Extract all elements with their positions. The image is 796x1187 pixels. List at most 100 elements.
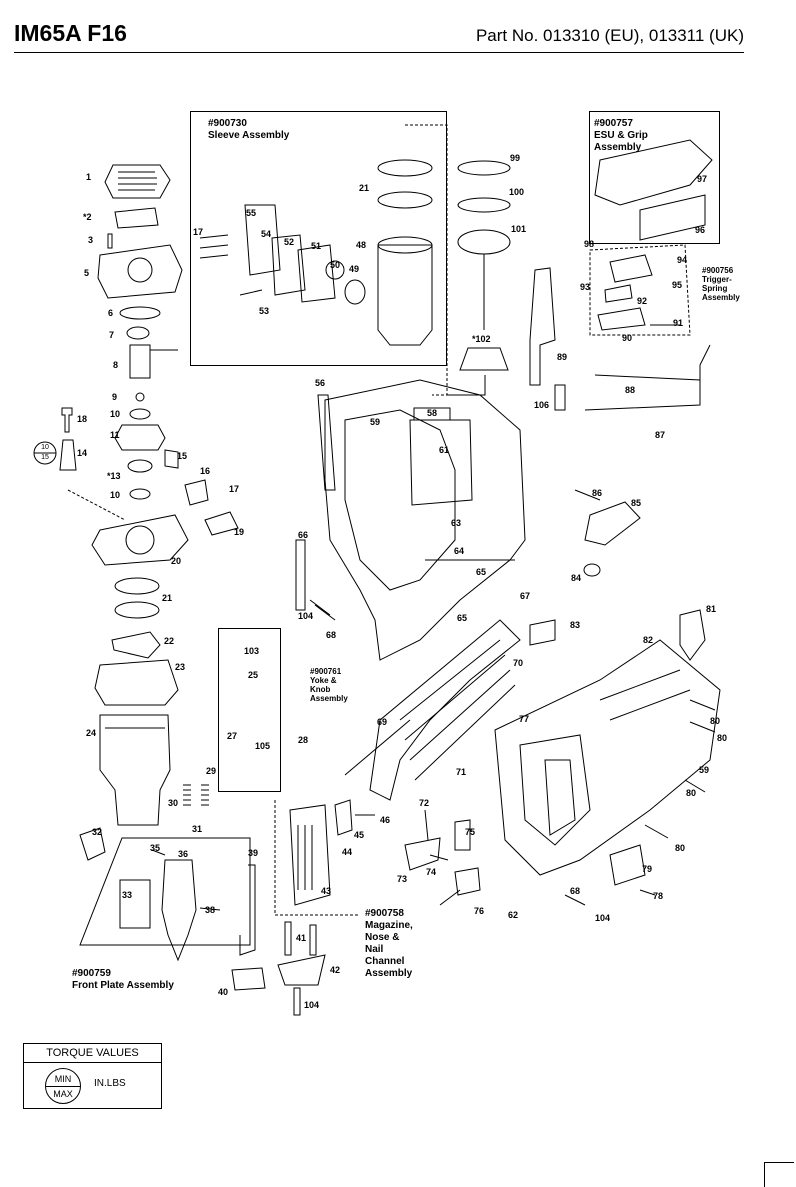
part-number-label: 23 <box>175 662 186 672</box>
part-number-label: 68 <box>570 886 581 896</box>
front-plate-assembly-name: Front Plate Assembly <box>72 980 174 991</box>
latch-45 <box>334 799 353 836</box>
part-number-label: 84 <box>571 573 582 583</box>
part-number-label: 11 <box>110 430 120 440</box>
part-number-label: 51 <box>311 241 322 251</box>
part-number-label: 52 <box>284 237 295 247</box>
magazine-assembly-name-line2: Nose & <box>365 932 400 943</box>
part-number-label: 28 <box>298 735 309 745</box>
part-number-header: Part No. 013310 (EU), 013311 (UK) <box>475 26 744 45</box>
sleeve-assembly-name: Sleeve Assembly <box>208 130 290 141</box>
part-number-label: 75 <box>465 827 476 837</box>
spring-30 <box>183 784 191 806</box>
part-number-label: 86 <box>592 488 603 498</box>
part-number-label: 9 <box>112 392 118 402</box>
trigger-assembly-name-line2: Spring <box>702 284 728 293</box>
part-number-label: 101 <box>511 224 527 234</box>
front-plate-assembly-outline <box>79 837 251 946</box>
trigger-spring-assembly-label: #900756 Trigger- Spring Assembly <box>702 266 740 302</box>
torque-values-legend: TORQUE VALUES MIN MAX IN.LBS <box>23 1043 162 1109</box>
block-76 <box>454 867 481 896</box>
grip-97 <box>594 139 713 206</box>
part-number-label: 70 <box>513 658 524 668</box>
torque-min-label: MIN <box>54 1074 72 1084</box>
part-number-label: 98 <box>584 239 595 249</box>
torque-badge: 10 15 <box>34 442 56 464</box>
part-number-label: 67 <box>520 591 531 601</box>
sleeve-assembly-number: #900730 <box>208 118 247 129</box>
bracket-42 <box>277 954 326 986</box>
nozzle-14 <box>59 439 77 471</box>
part-number-label: 79 <box>642 864 653 874</box>
yoke-assembly-name-line2: Knob <box>310 685 331 694</box>
base-20 <box>91 514 189 566</box>
torque-divider <box>46 1086 80 1087</box>
magazine-assembly-name-line1: Magazine, <box>365 920 413 931</box>
trigger-94 <box>609 254 653 283</box>
part-number-label: 41 <box>296 933 307 943</box>
magazine-assembly-label: #900758 Magazine, Nose & Nail Channel As… <box>365 908 413 980</box>
housing-right <box>494 639 721 876</box>
part-number-label: 16 <box>200 466 211 476</box>
part-number-label: 94 <box>677 255 688 265</box>
part-number-label: 24 <box>86 728 97 738</box>
trigger-assembly-name-line3: Assembly <box>702 293 740 302</box>
esu-assembly-name-line2: Assembly <box>594 142 642 153</box>
sleeve-assembly-label: #900730 Sleeve Assembly <box>208 118 289 142</box>
o-ring-21-sleeve <box>377 159 433 177</box>
part-number-label: 53 <box>259 306 270 316</box>
part-number-label: 7 <box>109 330 115 340</box>
torque-values-heading: TORQUE VALUES <box>24 1044 161 1063</box>
nose-43 <box>289 804 331 906</box>
part-number-label: 8 <box>113 360 119 370</box>
o-ring-21b <box>114 601 160 619</box>
part-number-label: 96 <box>695 225 706 235</box>
part-number-label: 80 <box>686 788 697 798</box>
part-number-label: 62 <box>508 910 519 920</box>
magazine-70 <box>369 619 521 801</box>
bracket-83 <box>529 619 556 646</box>
part-number-label: 69 <box>377 717 388 727</box>
gasket-23 <box>94 659 179 706</box>
part-number-label: 99 <box>510 153 521 163</box>
part-number-label: 56 <box>315 378 326 388</box>
plate-51 <box>297 244 336 303</box>
switch-16 <box>184 479 209 506</box>
part-number-label: 29 <box>206 766 217 776</box>
part-number-label: 83 <box>570 620 581 630</box>
cap-7 <box>126 326 150 340</box>
part-number-label: 32 <box>92 827 103 837</box>
front-plate-assembly-label: #900759 Front Plate Assembly <box>72 968 174 992</box>
wire-88 <box>594 374 701 395</box>
front-plate-part <box>161 859 197 962</box>
part-number-label: 80 <box>675 843 686 853</box>
part-number-label: 39 <box>248 848 259 858</box>
trigger-assembly-name-line1: Trigger- <box>702 275 732 284</box>
part-number-label: 15 <box>177 451 188 461</box>
esu-96 <box>639 194 706 241</box>
part-number-label: 90 <box>622 333 633 343</box>
part-number-label: 30 <box>168 798 179 808</box>
rail-56 <box>317 394 336 491</box>
part-number-label: 20 <box>171 556 182 566</box>
screw-41a <box>284 921 292 956</box>
guard-32 <box>79 827 106 861</box>
collar-40 <box>231 967 266 991</box>
yoke-knob-assembly-label: #900761 Yoke & Knob Assembly <box>310 667 348 703</box>
ring-100 <box>457 197 511 213</box>
torque-unit-label: IN.LBS <box>94 1078 126 1089</box>
part-number-label: 43 <box>321 886 332 896</box>
bumper-102 <box>459 347 509 371</box>
cap-85 <box>584 501 641 546</box>
part-number-label: 45 <box>354 830 365 840</box>
part-number-label: 80 <box>710 716 721 726</box>
part-number-label: 104 <box>304 1000 320 1010</box>
part-number-label: 1 <box>86 172 92 182</box>
part-number-label: 17 <box>229 484 240 494</box>
bracket-73 <box>404 837 441 871</box>
part-number-label: 31 <box>192 824 203 834</box>
part-number-label: 5 <box>84 268 90 278</box>
part-number-label: 76 <box>474 906 485 916</box>
part-number-label: 17 <box>193 227 204 237</box>
